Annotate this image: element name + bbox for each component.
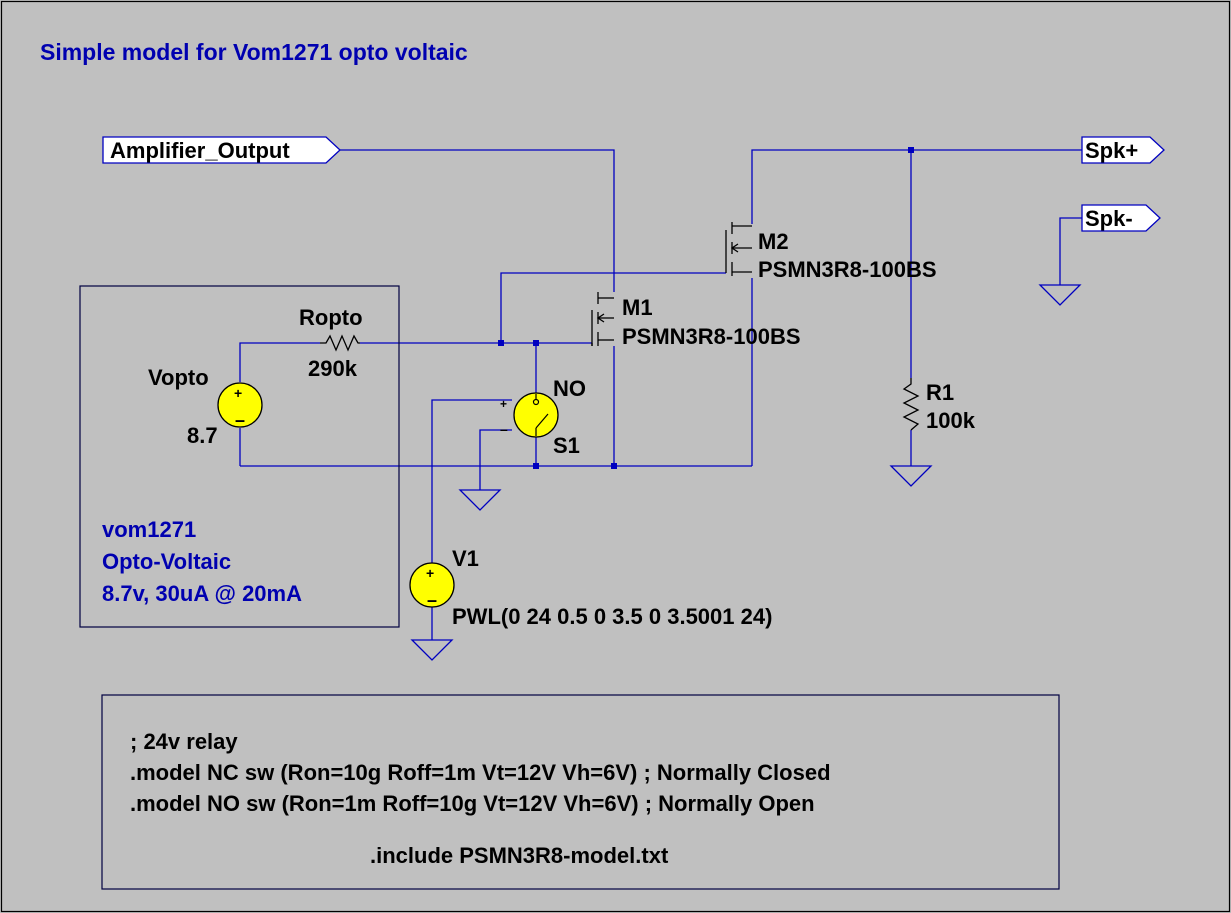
v1-name: V1	[452, 546, 479, 571]
port-spk-neg: Spk-	[1081, 204, 1161, 232]
opto-box-line2: Opto-Voltaic	[102, 549, 231, 574]
svg-text:–: –	[427, 590, 437, 610]
opto-box-frame	[79, 285, 400, 628]
wires	[239, 149, 1082, 640]
svg-text:–: –	[500, 421, 508, 437]
svg-text:–: –	[235, 410, 245, 430]
directive-line-1: ; 24v relay	[130, 729, 238, 754]
r1-name: R1	[926, 380, 954, 405]
svg-text:Spk-: Spk-	[1085, 206, 1133, 231]
port-spk-pos: Spk+	[1081, 136, 1165, 164]
directive-line-3: .model NO sw (Ron=1m Roff=10g Vt=12V Vh=…	[130, 791, 815, 816]
s1-name: S1	[553, 433, 580, 458]
schematic-title: Simple model for Vom1271 opto voltaic	[40, 39, 468, 65]
ground-symbol-s1	[458, 489, 502, 511]
mosfet-m2	[725, 222, 752, 276]
switch-s1: + –	[500, 392, 559, 438]
ropto-name: Ropto	[299, 305, 363, 330]
opto-box-line1: vom1271	[102, 517, 196, 542]
svg-text:Amplifier_Output: Amplifier_Output	[110, 138, 290, 163]
ground-symbol-spk	[1038, 284, 1082, 306]
m1-part: PSMN3R8-100BS	[622, 324, 801, 349]
m2-part: PSMN3R8-100BS	[758, 257, 937, 282]
ground-symbol-v1	[410, 639, 454, 661]
m1-name: M1	[622, 295, 653, 320]
resistor-r1	[902, 378, 920, 431]
ropto-value: 290k	[308, 356, 358, 381]
port-amplifier-output: Amplifier_Output	[102, 136, 341, 164]
resistor-ropto	[320, 334, 360, 352]
svg-text:Spk+: Spk+	[1085, 138, 1138, 163]
directive-line-2: .model NC sw (Ron=10g Roff=1m Vt=12V Vh=…	[130, 760, 831, 785]
directives-box-frame	[101, 694, 1060, 890]
mosfet-m1	[591, 292, 614, 346]
vopto-value: 8.7	[187, 423, 218, 448]
r1-value: 100k	[926, 408, 976, 433]
vopto-name: Vopto	[148, 365, 209, 390]
v1-value: PWL(0 24 0.5 0 3.5 0 3.5001 24)	[452, 604, 772, 629]
svg-text:+: +	[426, 565, 434, 581]
opto-box-line3: 8.7v, 30uA @ 20mA	[102, 581, 302, 606]
svg-text:+: +	[500, 397, 507, 411]
s1-model: NO	[553, 376, 586, 401]
svg-text:+: +	[234, 385, 242, 401]
ground-symbol-r1	[889, 465, 933, 487]
junctions	[498, 147, 914, 469]
directive-line-4: .include PSMN3R8-model.txt	[370, 843, 669, 868]
m2-name: M2	[758, 229, 789, 254]
voltage-source-v1: + –	[409, 562, 455, 610]
voltage-source-vopto: + –	[217, 382, 263, 430]
